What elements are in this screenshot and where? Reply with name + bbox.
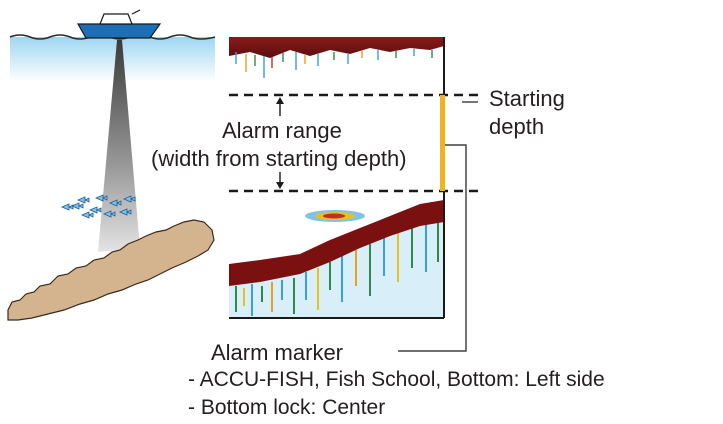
alarm-marker-label: Alarm marker	[211, 340, 344, 365]
note-center: - Bottom lock: Center	[188, 396, 386, 419]
starting-depth-label-line1: Starting	[489, 86, 565, 111]
alarm-range-label: Alarm range	[222, 118, 342, 143]
surface-echo-noise	[235, 49, 433, 78]
alarm-marker-bar	[440, 95, 445, 191]
surface-echo	[229, 37, 444, 58]
bottom-echo-line	[229, 200, 444, 286]
sea-illustration	[7, 9, 216, 321]
fish-school	[60, 194, 136, 219]
alarm-range-arrows	[276, 97, 284, 189]
alarm-range-note: (width from starting depth)	[151, 146, 407, 171]
seabed	[7, 219, 215, 321]
bottom-echo-noise	[235, 220, 439, 316]
boat	[76, 9, 162, 39]
note-left-side: - ACCU-FISH, Fish School, Bottom: Left s…	[188, 368, 605, 391]
alarm-marker-leader	[398, 144, 467, 352]
fish-school-echo	[305, 210, 365, 222]
sea-water	[10, 37, 215, 82]
echogram	[229, 37, 445, 319]
starting-depth-label-line2: depth	[489, 114, 545, 139]
